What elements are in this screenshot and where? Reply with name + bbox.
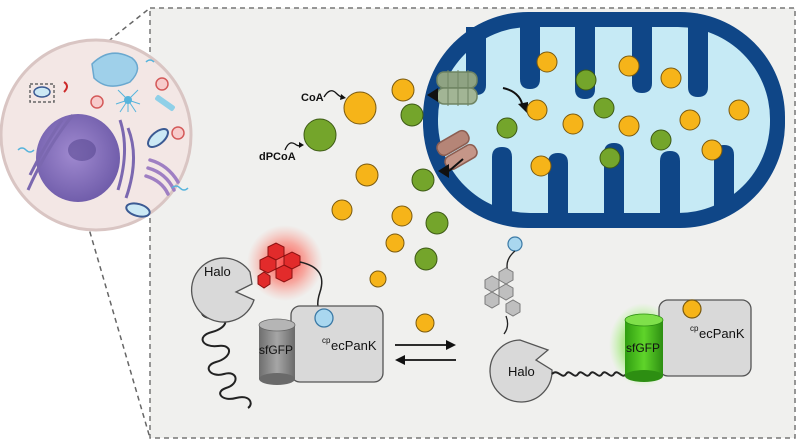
dpcoa-molecule [400,103,424,127]
coa-molecule [562,113,584,135]
cell-vacuole [91,52,139,87]
dpcoa-molecule [496,117,518,139]
linker-spring-right [551,371,627,377]
halo-label-left: Halo [204,264,231,279]
mitochondrion [423,12,785,228]
dpcoa-molecule [414,247,438,271]
fluorophore-gray [484,267,521,317]
coa-molecule [391,78,415,102]
import-transporter [436,70,478,106]
coa-molecule [331,199,353,221]
ecpank-label-right: ecPanK [699,326,745,341]
coa-molecule [536,51,558,73]
coa-molecule [660,67,682,89]
dpcoa-molecule [650,129,672,151]
dpcoa-label: dPCoA [259,151,296,163]
coa-bound [682,299,702,319]
halo-protein-left [191,257,255,323]
fluorophore-red [257,242,301,289]
sfgfp-barrel-right [624,313,664,382]
sfgfp-label-right: sfGFP [626,341,660,355]
dpcoa-molecule [599,147,621,169]
substrate-binding-site-left [314,308,334,328]
coa-molecule [391,205,413,227]
dpcoa-molecule [593,97,615,119]
export-transporter [436,129,478,171]
ecpank-label-left: ecPanK [331,338,377,353]
sensor-bound: Halo cp ecPanK sfGFP [484,236,752,403]
coa-molecule [385,233,405,253]
coa-molecule [618,115,640,137]
coa-molecule [701,139,723,161]
sensor-unbound: Halo cp ecPanK sfGFP [191,225,384,409]
cp-label-right: cp [690,324,699,333]
dpcoa-molecule [425,211,449,235]
coa-label: CoA [301,92,324,104]
coa-molecule-equilibrium [415,313,435,333]
halo-protein-right [489,339,553,403]
coa-molecule [355,163,379,187]
dpcoa-molecule [303,118,337,152]
export-arrowhead [438,164,449,178]
substrate-free [507,236,523,252]
cp-label-left: cp [322,336,331,345]
coa-molecule [679,109,701,131]
halo-label-right: Halo [508,364,535,379]
zoom-inset-box [29,83,55,103]
dpcoa-molecule [411,168,435,192]
equilibrium-arrows [395,313,456,365]
coa-molecule [530,155,552,177]
cell-illustration [0,38,193,232]
sfgfp-label-left: sfGFP [259,343,293,357]
sfgfp-barrel-left [258,318,296,385]
coa-molecule [526,99,548,121]
coa-molecule [343,91,377,125]
coa-molecule [369,270,387,288]
coa-molecule [618,55,640,77]
import-entry-arrowhead [427,88,438,102]
molecules [303,51,750,288]
coa-molecule [728,99,750,121]
dpcoa-molecule [575,69,597,91]
